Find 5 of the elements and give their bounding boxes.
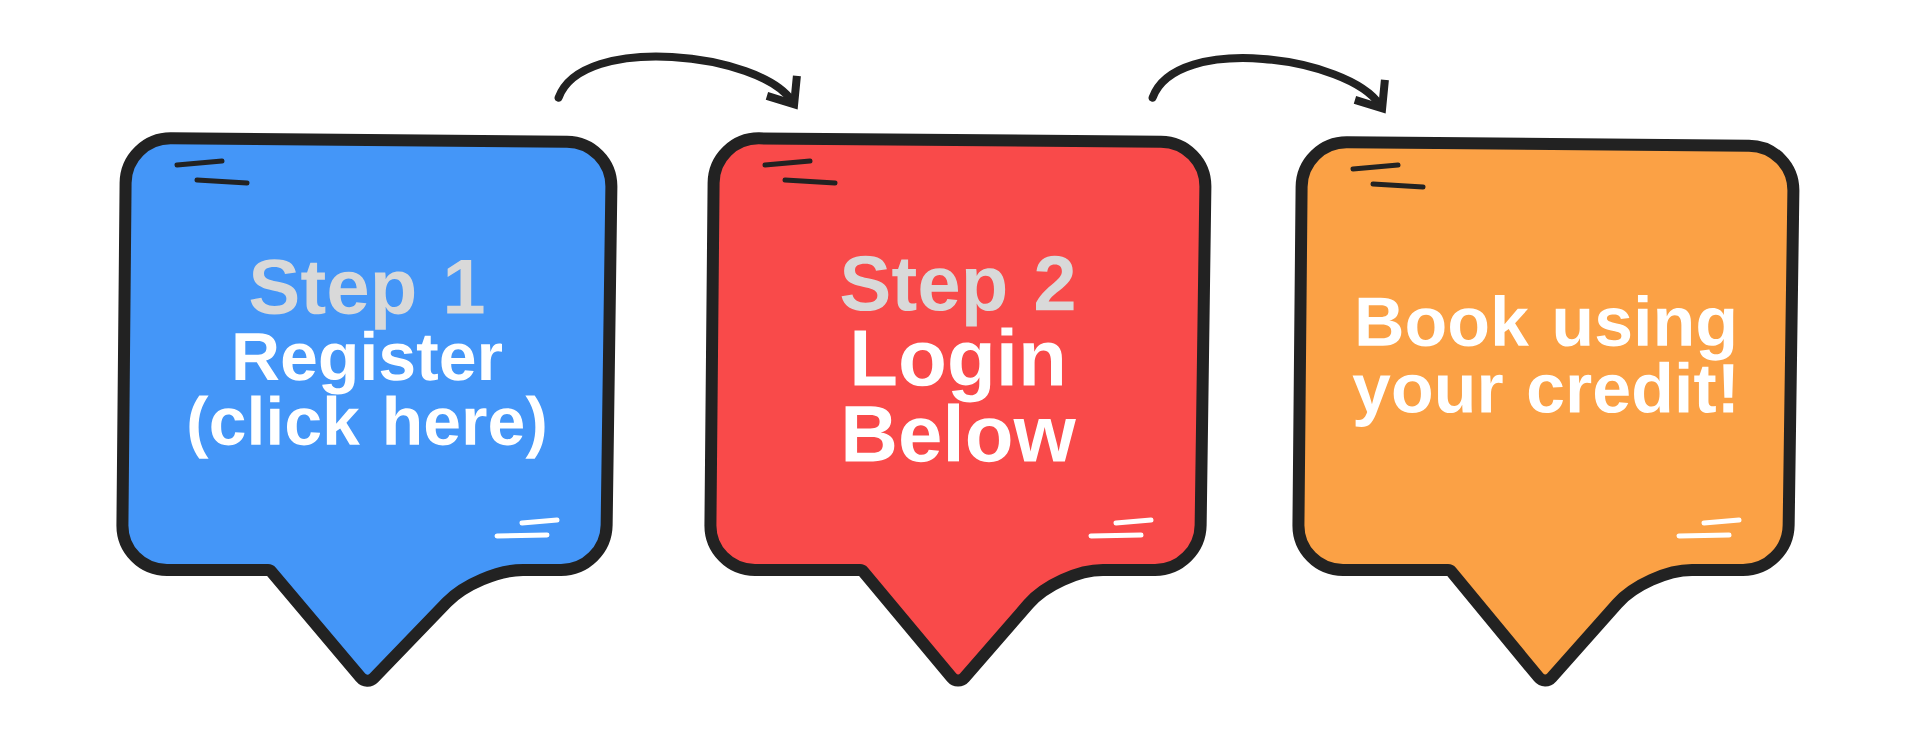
arrow <box>1148 54 1389 114</box>
speech-bubble: Step 2 Login Below <box>704 132 1212 687</box>
speech-bubble: Step 1 Register (click here) <box>116 132 618 687</box>
speech-bubble: Book using your credit! <box>1292 136 1800 687</box>
arrow <box>554 52 801 110</box>
